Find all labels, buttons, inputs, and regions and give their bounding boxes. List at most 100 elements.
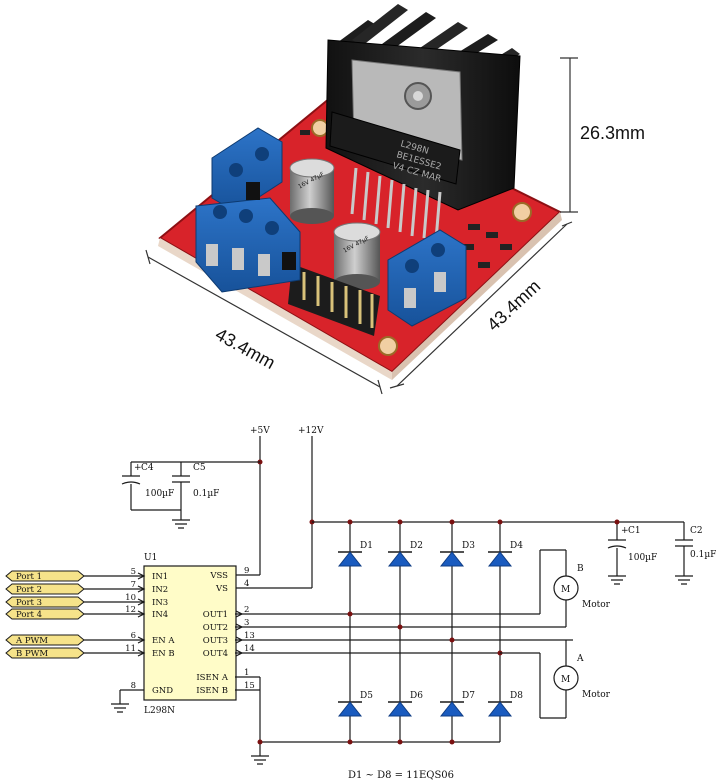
c5-ref: C5 (193, 463, 206, 473)
terminal-block-top (211, 127, 283, 213)
terminal-block-left (195, 197, 301, 293)
port-label: B PWM (16, 649, 48, 659)
ic-pin-name: GND (152, 686, 173, 696)
cap-plus: + (621, 526, 629, 536)
diode-bottom: D6 (387, 691, 423, 717)
port-label: Port 2 (16, 585, 42, 595)
c1-value: 100µF (628, 553, 657, 563)
ic-pin-number: 12 (125, 605, 136, 615)
mount-hole (378, 336, 398, 356)
port-label: Port 4 (16, 610, 42, 620)
port-flag (5, 647, 85, 659)
diode-ref: D1 (360, 541, 373, 551)
ic-pin-number: 15 (244, 681, 255, 691)
height-label: 26.3mm (580, 123, 645, 143)
diode-bottom: D7 (439, 691, 475, 717)
ic-pin-number: 3 (244, 618, 249, 628)
port-flags: Port 1 Port 2 Port 3 Port 4 A PWM B PWM (5, 570, 85, 659)
ic-pin-name: IN3 (152, 598, 168, 608)
ic-pin-number: 9 (244, 566, 249, 576)
cap-plus: + (134, 463, 142, 473)
height-dimension (560, 57, 578, 213)
diode-ref: D6 (410, 691, 423, 701)
diode-ref: D7 (462, 691, 475, 701)
motor-a-ref: A (576, 654, 584, 664)
ic-pin-name: OUT3 (203, 636, 228, 646)
ic-pin-number: 1 (244, 668, 249, 678)
ic-pin-number: 6 (131, 631, 136, 641)
ic-designator: U1 (144, 553, 157, 563)
diode-top: D4 (487, 541, 523, 567)
ic-pin-number: 5 (131, 567, 136, 577)
c4-ref: C4 (141, 463, 154, 473)
motor-a-label: Motor (582, 690, 611, 700)
diode-ref: D2 (410, 541, 423, 551)
ic-pin-number: 14 (244, 644, 255, 654)
jumper (246, 182, 296, 270)
diode-footnote: D1 ~ D8 = 11EQS06 (348, 770, 454, 781)
mount-hole (311, 119, 329, 137)
ic-pin-name: ISEN A (196, 673, 229, 683)
width-label: 43.4mm (212, 324, 279, 373)
ic-pin-name: EN B (152, 649, 175, 659)
motor-b-symbol (553, 575, 579, 601)
ic-pin-number: 4 (244, 579, 249, 589)
port-label: Port 3 (16, 598, 42, 608)
ic-pin-name: EN A (152, 636, 175, 646)
motor-a-symbol (553, 665, 579, 691)
diode-top: D3 (439, 541, 475, 567)
mount-hole (512, 202, 532, 222)
ic-pin-number: 10 (125, 593, 136, 603)
rail-5v-label: +5V (250, 426, 270, 436)
terminal-block-right (387, 229, 467, 327)
port-label: A PWM (15, 636, 48, 646)
module-photo: L298N BE1ESSE2 V4 CZ MAR 16V 47µF 16V 47… (145, 4, 645, 395)
port-label: Port 1 (16, 572, 42, 582)
ic-pin-number: 8 (131, 681, 136, 691)
diode-top: D1 (337, 541, 373, 567)
pin-header (288, 264, 380, 336)
diode-bottom: D5 (337, 691, 373, 717)
motor-b-label: Motor (582, 600, 611, 610)
schematic: +5V +12V + C4 100µF C5 0.1µF (5, 426, 716, 781)
ic-pin-name: OUT2 (203, 623, 228, 633)
port-flag (5, 608, 85, 620)
port-flag (5, 634, 85, 646)
c4-value: 100µF (145, 489, 174, 499)
c1-ref: C1 (628, 526, 641, 536)
depth-dimension (389, 221, 573, 389)
pcb-edge-right (392, 212, 562, 380)
ic-pin-name: IN1 (152, 572, 168, 582)
port-flag (5, 596, 85, 608)
ic-pin-number: 7 (131, 580, 136, 590)
capacitor-2: 16V 47µF (333, 222, 381, 290)
diode-bottom: D8 (487, 691, 523, 717)
ic-pin-name: OUT4 (203, 649, 228, 659)
diode-ref: D8 (510, 691, 523, 701)
port-flag (5, 583, 85, 595)
ic-pin-name: IN2 (152, 585, 168, 595)
diode-ref: D3 (462, 541, 475, 551)
ic-pin-number: 11 (125, 644, 136, 654)
ic-pin-name: IN4 (152, 610, 168, 620)
diode-ref: D4 (510, 541, 523, 551)
diode-top: D2 (387, 541, 423, 567)
ic-pin-name: VSS (209, 571, 228, 581)
ic-pin-name: ISEN B (196, 686, 228, 696)
ic-part: L298N (144, 706, 175, 716)
c2-value: 0.1µF (690, 550, 716, 560)
ic-pin-name: VS (215, 584, 228, 594)
ic-pin-number: 2 (244, 605, 249, 615)
width-dimension (145, 249, 383, 395)
port-flag (5, 570, 85, 582)
rail-12v-label: +12V (298, 426, 324, 436)
capacitor-1: 16V 47µF (289, 158, 335, 224)
diode-ref: D5 (360, 691, 373, 701)
ic-pin-name: OUT1 (203, 610, 228, 620)
smd-parts (300, 130, 512, 268)
c2-ref: C2 (690, 526, 703, 536)
